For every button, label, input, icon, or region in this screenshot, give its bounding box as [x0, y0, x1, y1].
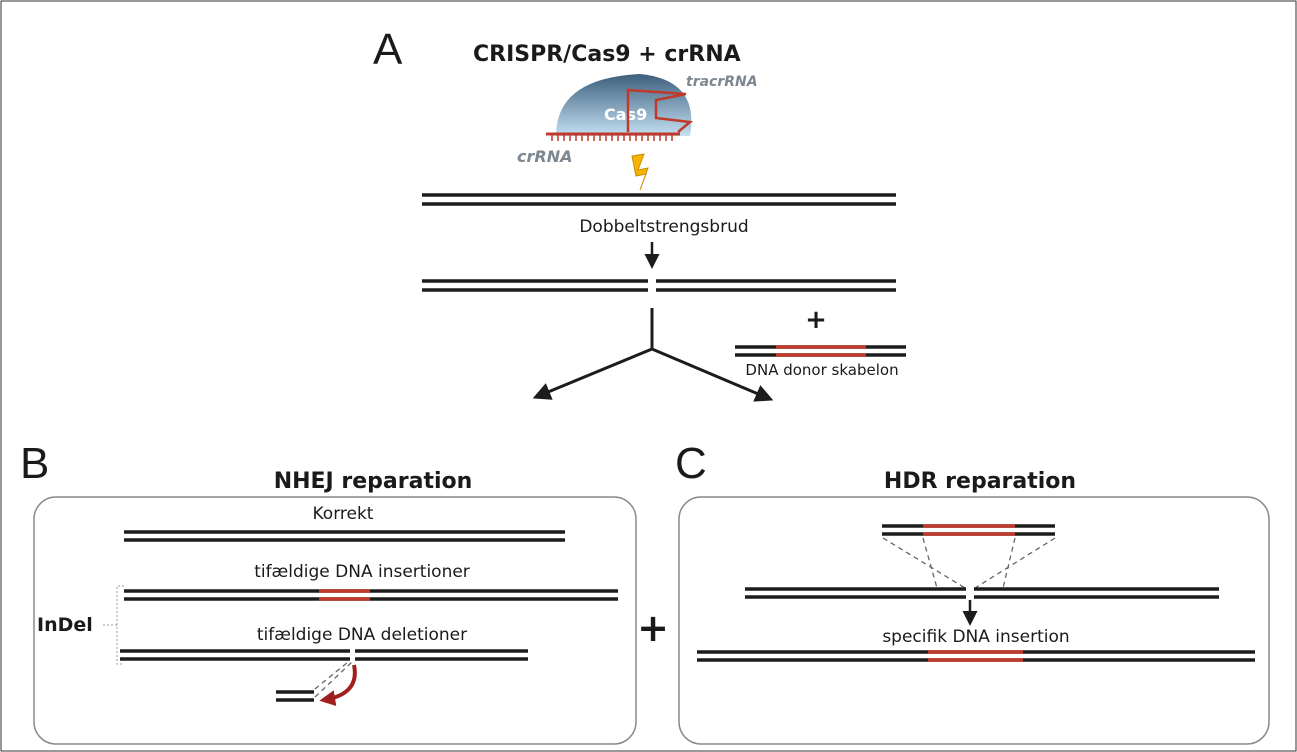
donor-template-dna [735, 345, 906, 357]
tracrrna-strand [626, 88, 694, 133]
homology-crossover-lines [882, 537, 1056, 589]
crrna-teeth [551, 134, 673, 141]
double-strand-break-label: Dobbeltstrengsbrud [579, 217, 748, 237]
panel-a: A CRISPR/Cas9 + crRNA Cas9 [373, 25, 906, 402]
insertion-dna [124, 589, 618, 601]
donor-plus: + [805, 305, 827, 335]
cas9-complex: Cas9 tracrRNA crRNA [517, 74, 758, 191]
indel-bracket [102, 585, 124, 665]
panel-b-letter: B [20, 439, 49, 488]
panel-b-frame [33, 496, 637, 745]
deleted-fragment [276, 690, 314, 702]
deletion-dna [120, 649, 528, 661]
specific-insertion-label: specifik DNA insertion [882, 627, 1069, 647]
pathway-fork [532, 308, 774, 402]
deletion-label: tifældige DNA deletioner [257, 625, 467, 645]
insertion-label: tifældige DNA insertioner [254, 562, 470, 582]
panel-c: C HDR reparation specifik DNA insertion [675, 439, 1270, 745]
panel-a-title: CRISPR/Cas9 + crRNA [473, 42, 741, 67]
cas9-label: Cas9 [604, 105, 647, 124]
panel-c-frame [678, 496, 1270, 745]
crrna-label: crRNA [517, 147, 572, 166]
target-dna [422, 193, 896, 206]
deletion-red-arrow [319, 664, 357, 707]
hdr-donor-dna [882, 524, 1055, 536]
deleted-fragment-lines [314, 661, 353, 698]
panel-c-title: HDR reparation [884, 469, 1076, 494]
tracrrna-label: tracrRNA [686, 74, 758, 90]
donor-template-label: DNA donor skabelon [745, 361, 898, 379]
correct-label: Korrekt [313, 504, 374, 524]
correct-dna [124, 530, 565, 542]
hdr-repaired-dna [697, 650, 1255, 662]
panel-b: B NHEJ reparation Korrekt tifældige DNA … [20, 439, 637, 745]
broken-dna [422, 279, 896, 292]
hdr-broken-dna [745, 587, 1219, 599]
cleavage-bolt-icon [631, 153, 649, 191]
cas9-protein-shape [556, 74, 692, 136]
panel-b-title: NHEJ reparation [274, 469, 473, 494]
panel-c-letter: C [675, 439, 707, 488]
indel-label: InDel [37, 614, 93, 636]
between-panels-plus: + [637, 606, 669, 650]
panel-a-letter: A [373, 25, 403, 74]
